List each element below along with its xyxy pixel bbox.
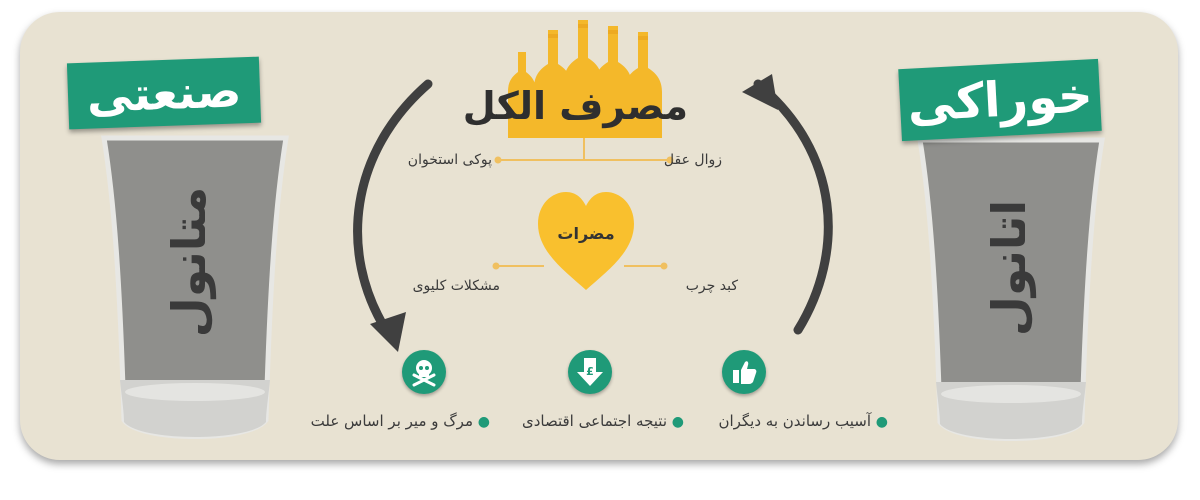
downward-arrow-pound-icon: £ xyxy=(568,350,612,394)
thumbs-up-icon xyxy=(722,350,766,394)
curved-arrows xyxy=(353,74,833,352)
bullet-dot: ● xyxy=(875,414,888,430)
infographic-card: صنعتی متانول خوراکی اتانول xyxy=(20,12,1178,460)
bullet-dot: ● xyxy=(671,414,684,430)
bottom-item-harm-others: ● آسیب رساندن به دیگران xyxy=(688,412,888,430)
osteoporosis-label: پوکی استخوان xyxy=(407,152,492,168)
svg-text:£: £ xyxy=(586,365,594,378)
harms-label: مضرات xyxy=(557,224,615,243)
dementia-label: زوال عقل xyxy=(663,152,722,168)
right-glass xyxy=(917,137,1105,441)
bottom-item-death-cause: ● مرگ و میر بر اساس علت xyxy=(290,412,490,430)
fatty-liver-label: کبد چرب xyxy=(685,278,738,294)
left-glass xyxy=(101,135,289,439)
bottom-item-socioeconomic: ● نتیجه اجتماعی اقتصادی xyxy=(484,412,684,430)
heart-icon xyxy=(538,192,634,290)
bottles-icon xyxy=(508,20,662,138)
bottom-item-text: آسیب رساندن به دیگران xyxy=(718,412,871,430)
bottom-item-text: مرگ و میر بر اساس علت xyxy=(310,412,473,430)
skull-crossbones-icon xyxy=(402,350,446,394)
bottom-item-text: نتیجه اجتماعی اقتصادی xyxy=(521,412,667,430)
alcohol-consumption-title: مصرف الکل xyxy=(462,84,688,128)
kidney-problems-label: مشکلات کلیوی xyxy=(412,278,500,294)
bullet-dot: ● xyxy=(477,414,490,430)
